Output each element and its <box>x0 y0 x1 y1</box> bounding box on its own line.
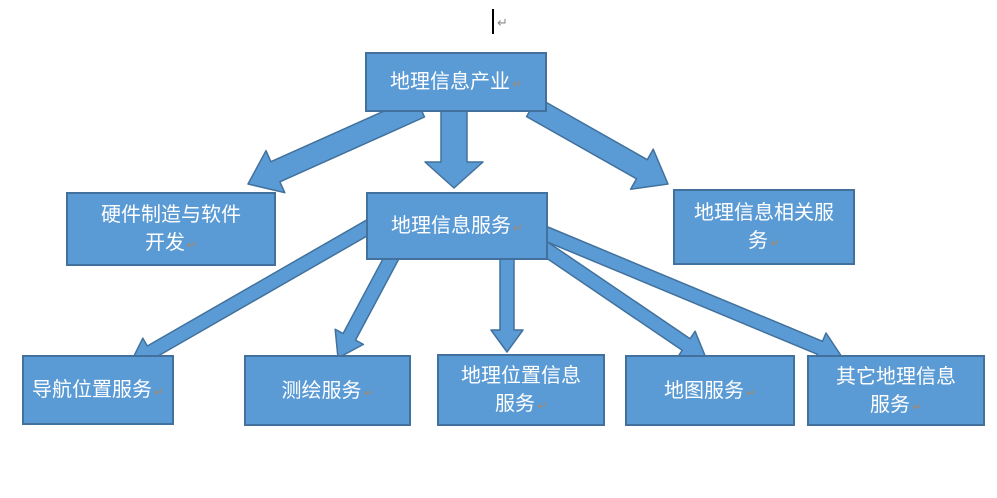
node-related-service-text1: 地理信息相关服 <box>694 202 834 224</box>
text-cursor <box>492 9 494 34</box>
node-hardware-software-text1: 硬件制造与软件 <box>101 204 241 226</box>
node-related-service-line2: 务↵ <box>748 227 780 255</box>
node-geo-location-info-line2: 服务↵ <box>495 390 547 418</box>
node-gis-service-text: 地理信息服务 <box>390 215 511 237</box>
node-root[interactable]: 地理信息产业↵ <box>365 52 547 112</box>
node-other-gis[interactable]: 其它地理信息 服务↵ <box>807 355 985 426</box>
node-related-service-text2: 务 <box>747 230 768 252</box>
node-surveying-mapping-label: 测绘服务↵ <box>281 377 373 405</box>
node-root-text: 地理信息产业 <box>389 71 510 93</box>
node-map-service-label: 地图服务↵ <box>664 377 756 405</box>
node-geo-location-info-text2: 服务 <box>494 393 535 415</box>
node-root-label: 地理信息产业↵ <box>390 68 522 96</box>
node-surveying-mapping-text: 测绘服务 <box>281 379 362 402</box>
node-other-gis-text2: 服务 <box>869 393 910 416</box>
arrow-root-to-hardware-software[interactable] <box>247 96 426 194</box>
caret-paragraph-mark-icon: ↵ <box>497 15 508 30</box>
node-gis-service[interactable]: 地理信息服务↵ <box>366 192 548 260</box>
node-navigation-location-label: 导航位置服务↵ <box>32 376 164 404</box>
node-geo-location-info[interactable]: 地理位置信息 服务↵ <box>437 354 605 426</box>
node-related-service-line1: 地理信息相关服 <box>694 199 834 227</box>
node-hardware-software-text2: 开发 <box>144 232 185 254</box>
node-other-gis-text1: 其它地理信息 <box>836 365 956 388</box>
arrow-gis-to-surveying-mapping[interactable] <box>334 250 400 359</box>
paragraph-mark-icon: ↵ <box>363 385 374 400</box>
node-geo-location-info-text1: 地理位置信息 <box>461 365 581 387</box>
paragraph-mark-icon: ↵ <box>911 399 923 414</box>
node-gis-service-label: 地理信息服务↵ <box>391 212 523 240</box>
node-map-service[interactable]: 地图服务↵ <box>625 355 795 426</box>
arrow-root-to-gis-service[interactable] <box>424 105 484 189</box>
node-hardware-software-line2: 开发↵ <box>145 229 197 257</box>
paragraph-mark-icon: ↵ <box>536 399 548 413</box>
arrow-gis-to-geo-location-info[interactable] <box>490 254 524 353</box>
node-hardware-software[interactable]: 硬件制造与软件 开发↵ <box>66 192 276 266</box>
paragraph-mark-icon: ↵ <box>153 385 165 399</box>
paragraph-mark-icon: ↵ <box>512 221 524 235</box>
node-hardware-software-line1: 硬件制造与软件 <box>101 201 241 229</box>
node-map-service-text: 地图服务 <box>663 379 744 402</box>
paragraph-mark-icon: ↵ <box>186 238 198 252</box>
paragraph-mark-icon: ↵ <box>511 77 523 91</box>
paragraph-mark-icon: ↵ <box>769 236 781 250</box>
node-navigation-location[interactable]: 导航位置服务↵ <box>22 355 174 425</box>
arrow-gis-to-map-service[interactable] <box>539 241 707 359</box>
arrow-root-to-related-service[interactable] <box>525 96 669 190</box>
node-navigation-location-text: 导航位置服务 <box>31 379 152 401</box>
node-other-gis-line1: 其它地理信息 <box>836 363 956 391</box>
paragraph-mark-icon: ↵ <box>745 385 757 400</box>
node-geo-location-info-line1: 地理位置信息 <box>461 362 581 390</box>
node-other-gis-line2: 服务↵ <box>870 391 922 419</box>
node-related-service[interactable]: 地理信息相关服 务↵ <box>673 189 855 265</box>
node-surveying-mapping[interactable]: 测绘服务↵ <box>244 355 411 426</box>
